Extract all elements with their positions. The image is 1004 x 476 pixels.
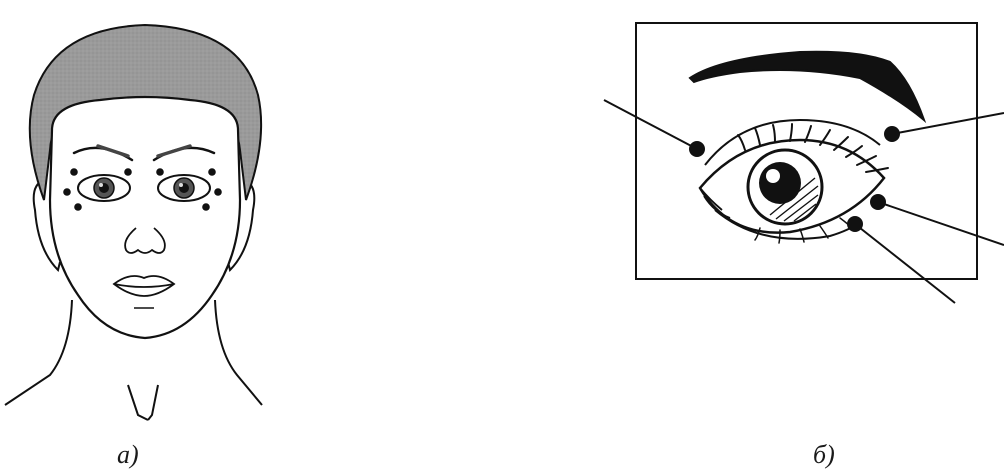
- point-right-3: [214, 188, 222, 196]
- pupil: [759, 162, 801, 204]
- caption-panel-b: б): [813, 440, 835, 470]
- left-eye: [78, 175, 130, 201]
- pointer-dot-lower-right: [847, 216, 863, 232]
- pointer-dot-left: [689, 141, 705, 157]
- eye-closeup-diagram: [604, 23, 1004, 303]
- point-left-4: [74, 203, 82, 211]
- point-left-2: [124, 168, 132, 176]
- point-right-1: [156, 168, 164, 176]
- face-diagram: [5, 25, 262, 420]
- face-outline: [50, 97, 240, 338]
- pointer-dot-middle-right: [870, 194, 886, 210]
- point-right-2: [208, 168, 216, 176]
- caption-panel-a: а): [117, 440, 139, 470]
- pointer-dot-upper-right: [884, 126, 900, 142]
- point-left-3: [63, 188, 71, 196]
- point-right-4: [202, 203, 210, 211]
- point-left-1: [70, 168, 78, 176]
- pupil-highlight: [766, 169, 780, 183]
- right-eye: [158, 175, 210, 201]
